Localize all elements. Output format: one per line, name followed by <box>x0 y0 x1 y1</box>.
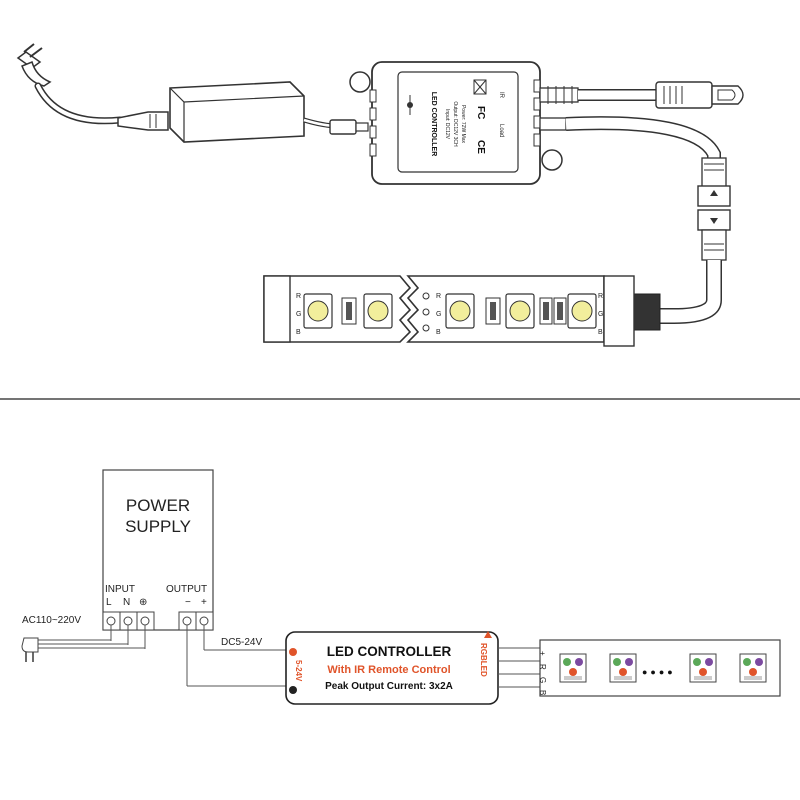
controller-box-ir: IR <box>498 92 504 99</box>
controller-peak-current: Peak Output Current: 3x2A <box>325 681 453 692</box>
fc-mark: FC <box>475 106 486 119</box>
ac-input-wiring: AC110~220V <box>21 615 146 662</box>
rgb-led-icon <box>559 653 587 683</box>
dc-output-wiring: DC5-24V <box>186 625 290 687</box>
strip-channel-g: G <box>538 677 547 683</box>
led-strip-left: R G B <box>263 275 412 343</box>
ac-plug-icon <box>16 43 124 125</box>
controller-left-voltage: 5-24V <box>294 660 303 682</box>
controller-box: LED CONTROLLER Input: DC12V Output: DC12… <box>349 61 563 185</box>
controller-box-title: LED CONTROLLER <box>430 92 437 157</box>
rgb-led-strip: + R G B ●●●● <box>538 639 781 697</box>
strip-channel-r: R <box>538 664 547 670</box>
strip-channel-plus: + <box>538 651 547 656</box>
rgb-led-icon <box>739 653 767 683</box>
input-negative-icon <box>289 686 297 694</box>
controller-subtitle: With IR Remote Control <box>327 664 450 676</box>
controller-right-label: RGBLED <box>479 643 488 677</box>
weee-icon <box>473 79 487 95</box>
top-illustration: LED CONTROLLER Input: DC12V Output: DC12… <box>16 43 744 347</box>
ce-mark: CE <box>475 140 486 154</box>
power-adapter <box>117 81 369 143</box>
controller-box-output: Output: DC12V 3CH <box>452 101 458 147</box>
warning-icon <box>484 631 492 638</box>
ac-voltage-label: AC110~220V <box>22 615 81 626</box>
svg-text:G: G <box>296 311 301 318</box>
input-label: INPUT <box>105 584 135 595</box>
plug-icon <box>21 637 39 662</box>
rgb-led-icon <box>609 653 637 683</box>
controller-box-power: Power: 72W Max <box>460 105 466 144</box>
rgb-output-wiring <box>498 647 540 688</box>
strip-channel-b: B <box>538 690 547 695</box>
led-strip-right: R G B R G B <box>406 275 635 347</box>
svg-text:R: R <box>598 293 603 300</box>
svg-text:G: G <box>436 311 441 318</box>
input-term-n: N <box>123 597 130 608</box>
ir-receiver-cable <box>539 81 744 109</box>
output-term-plus: + <box>201 597 207 608</box>
controller-box-load: Load <box>498 124 504 137</box>
svg-text:B: B <box>296 329 301 336</box>
svg-text:G: G <box>598 311 603 318</box>
svg-text:B: B <box>436 329 441 336</box>
svg-text:R: R <box>436 293 441 300</box>
controller-title: LED CONTROLLER <box>327 644 452 659</box>
ellipsis-dots: ●●●● <box>642 667 676 677</box>
schematic: POWER SUPPLY INPUT L N ⊕ OUTPUT − + AC11… <box>21 469 781 705</box>
svg-text:B: B <box>598 329 603 336</box>
input-positive-icon <box>289 648 297 656</box>
power-supply-title-1: POWER <box>126 496 190 515</box>
ground-icon: ⊕ <box>139 597 147 608</box>
output-label: OUTPUT <box>166 584 207 595</box>
power-supply-title-2: SUPPLY <box>125 517 191 536</box>
controller-box-input: Input: DC12V <box>444 109 450 140</box>
output-term-minus: − <box>185 597 191 608</box>
svg-text:R: R <box>296 293 301 300</box>
led-controller-box: LED CONTROLLER With IR Remote Control Pe… <box>285 631 499 705</box>
input-term-l: L <box>106 597 112 608</box>
rgb-led-icon <box>689 653 717 683</box>
power-supply-box: POWER SUPPLY INPUT L N ⊕ OUTPUT − + <box>102 469 214 631</box>
dc-voltage-label: DC5-24V <box>221 637 262 648</box>
